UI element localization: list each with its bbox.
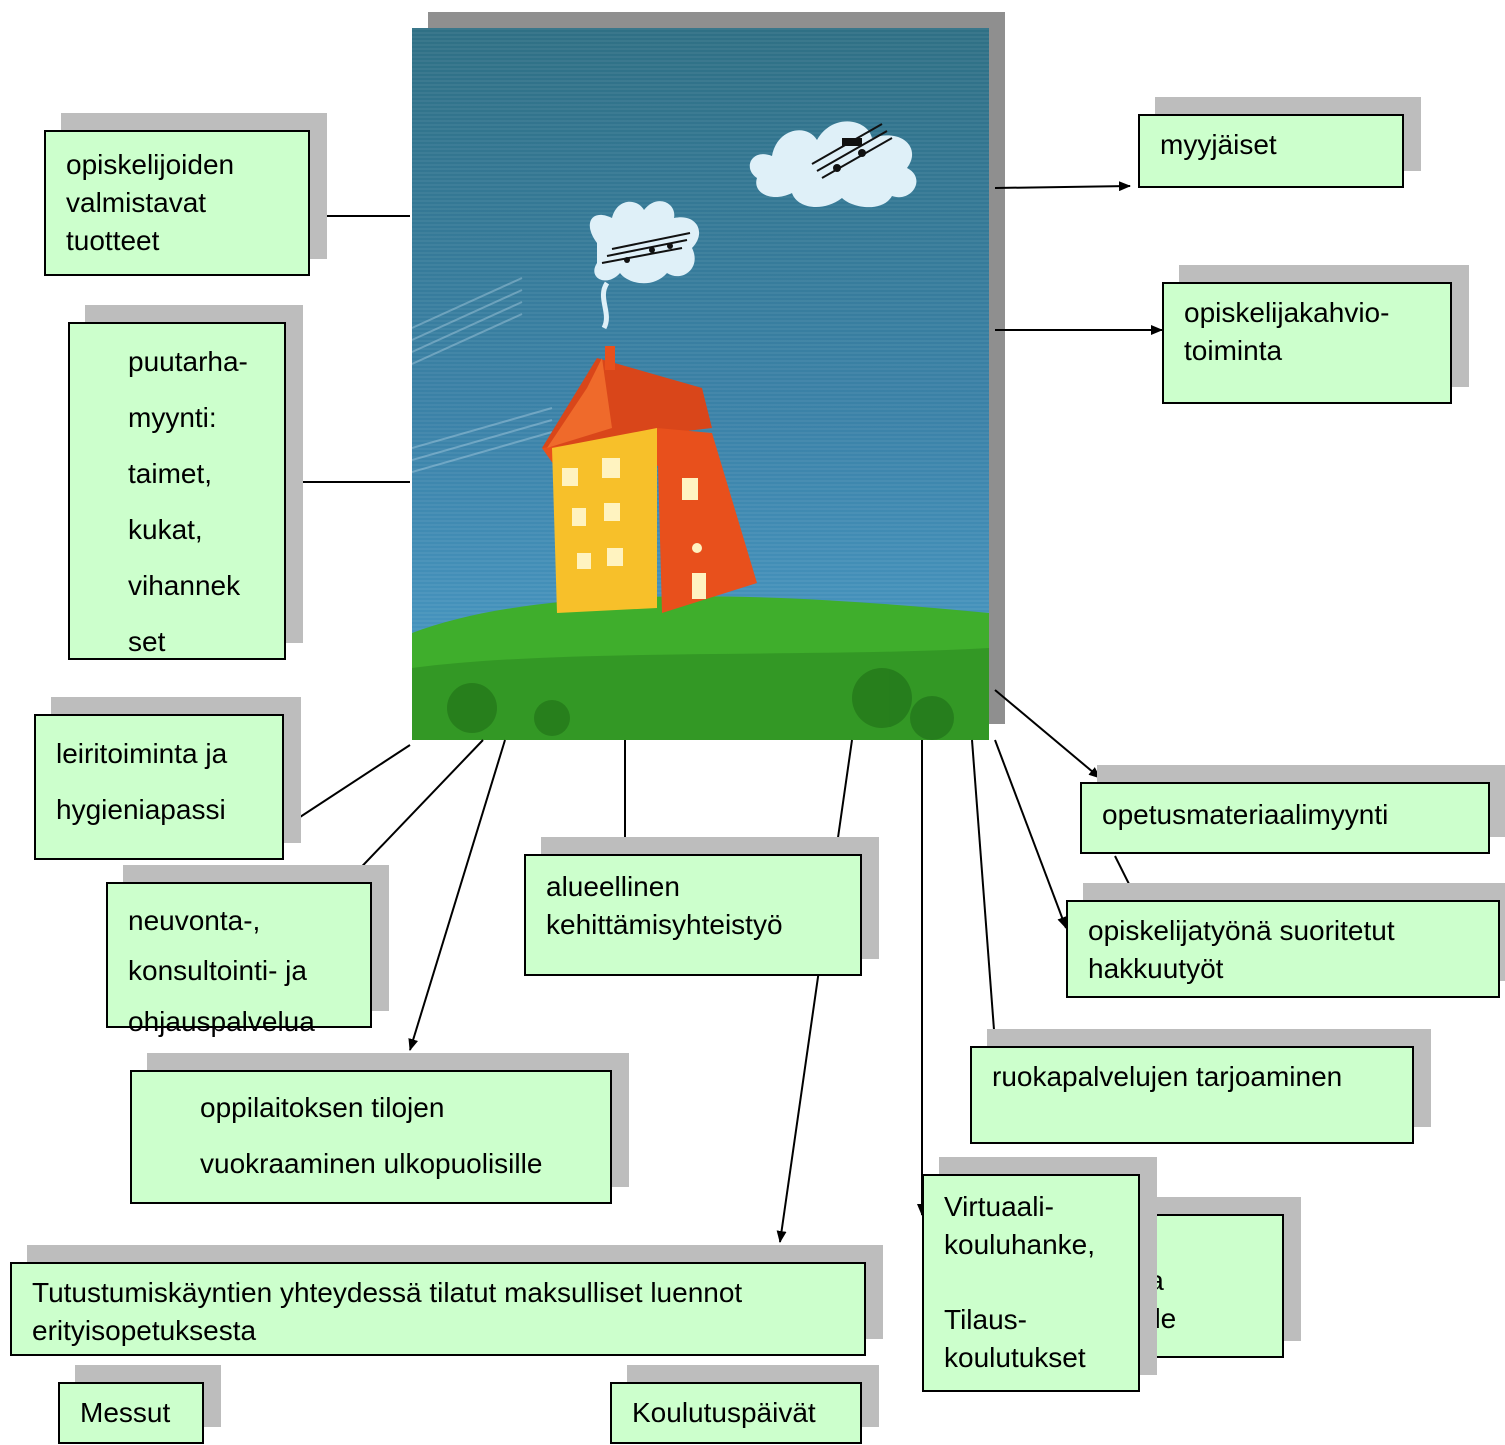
box-leiritoiminta: leiritoiminta ja hygieniapassi [34,714,284,860]
arrow-to-tilojen-vuokraaminen [408,739,506,1051]
box-hakkuutyot: opiskelijatyönä suoritetut hakkuutyöt [1066,900,1500,998]
box-neuvonta: neuvonta-, konsultointi- ja ohjauspalvel… [106,882,372,1037]
arrow-to-tutustumiskaynnit [776,739,853,1243]
arrow-to-hakkuutyot [994,739,1067,929]
box-kahviotoiminta: opiskelijakahvio- toiminta [1162,282,1452,404]
box-tilojen-vuokraaminen: oppilaitoksen tilojen vuokraaminen ulkop… [130,1070,612,1204]
box-opiskelijoiden-tuotteet: opiskelijoiden valmistavat tuotteet [44,130,310,276]
arrow-to-myyjaiset [994,181,1131,192]
box-messut: Messut [58,1382,204,1444]
arrow-opetusmateriaali-to-hakkuutyot [1114,855,1138,901]
arrow-to-neuvonta [347,739,484,882]
arrow-to-leiritoiminta [267,744,411,839]
box-tutustumiskaynnit: Tutustumiskäyntien yhteydessä tilatut ma… [10,1262,866,1356]
box-ruokapalvelut: ruokapalvelujen tarjoaminen [970,1046,1414,1144]
box-myyjaiset: myyjäiset [1138,114,1404,188]
arrow-to-opetusmateriaali [994,689,1101,779]
box-alueellinen: alueellinen kehittämisyhteistyö [524,854,862,976]
box-puutarhamyynti: puutarha- myynti: taimet, kukat, vihanne… [68,322,286,660]
box-opetusmateriaali: opetusmateriaalimyynti [1080,782,1490,854]
box-virtuaalikoulu: Virtuaali- kouluhanke, Tilaus- koulutuks… [922,1174,1140,1392]
box-koulutuspaivat: Koulutuspäivät [610,1382,862,1444]
house-picture-icon [412,28,989,740]
house-illustration [412,28,989,740]
arrow-to-ruokapalvelut [971,739,1000,1044]
